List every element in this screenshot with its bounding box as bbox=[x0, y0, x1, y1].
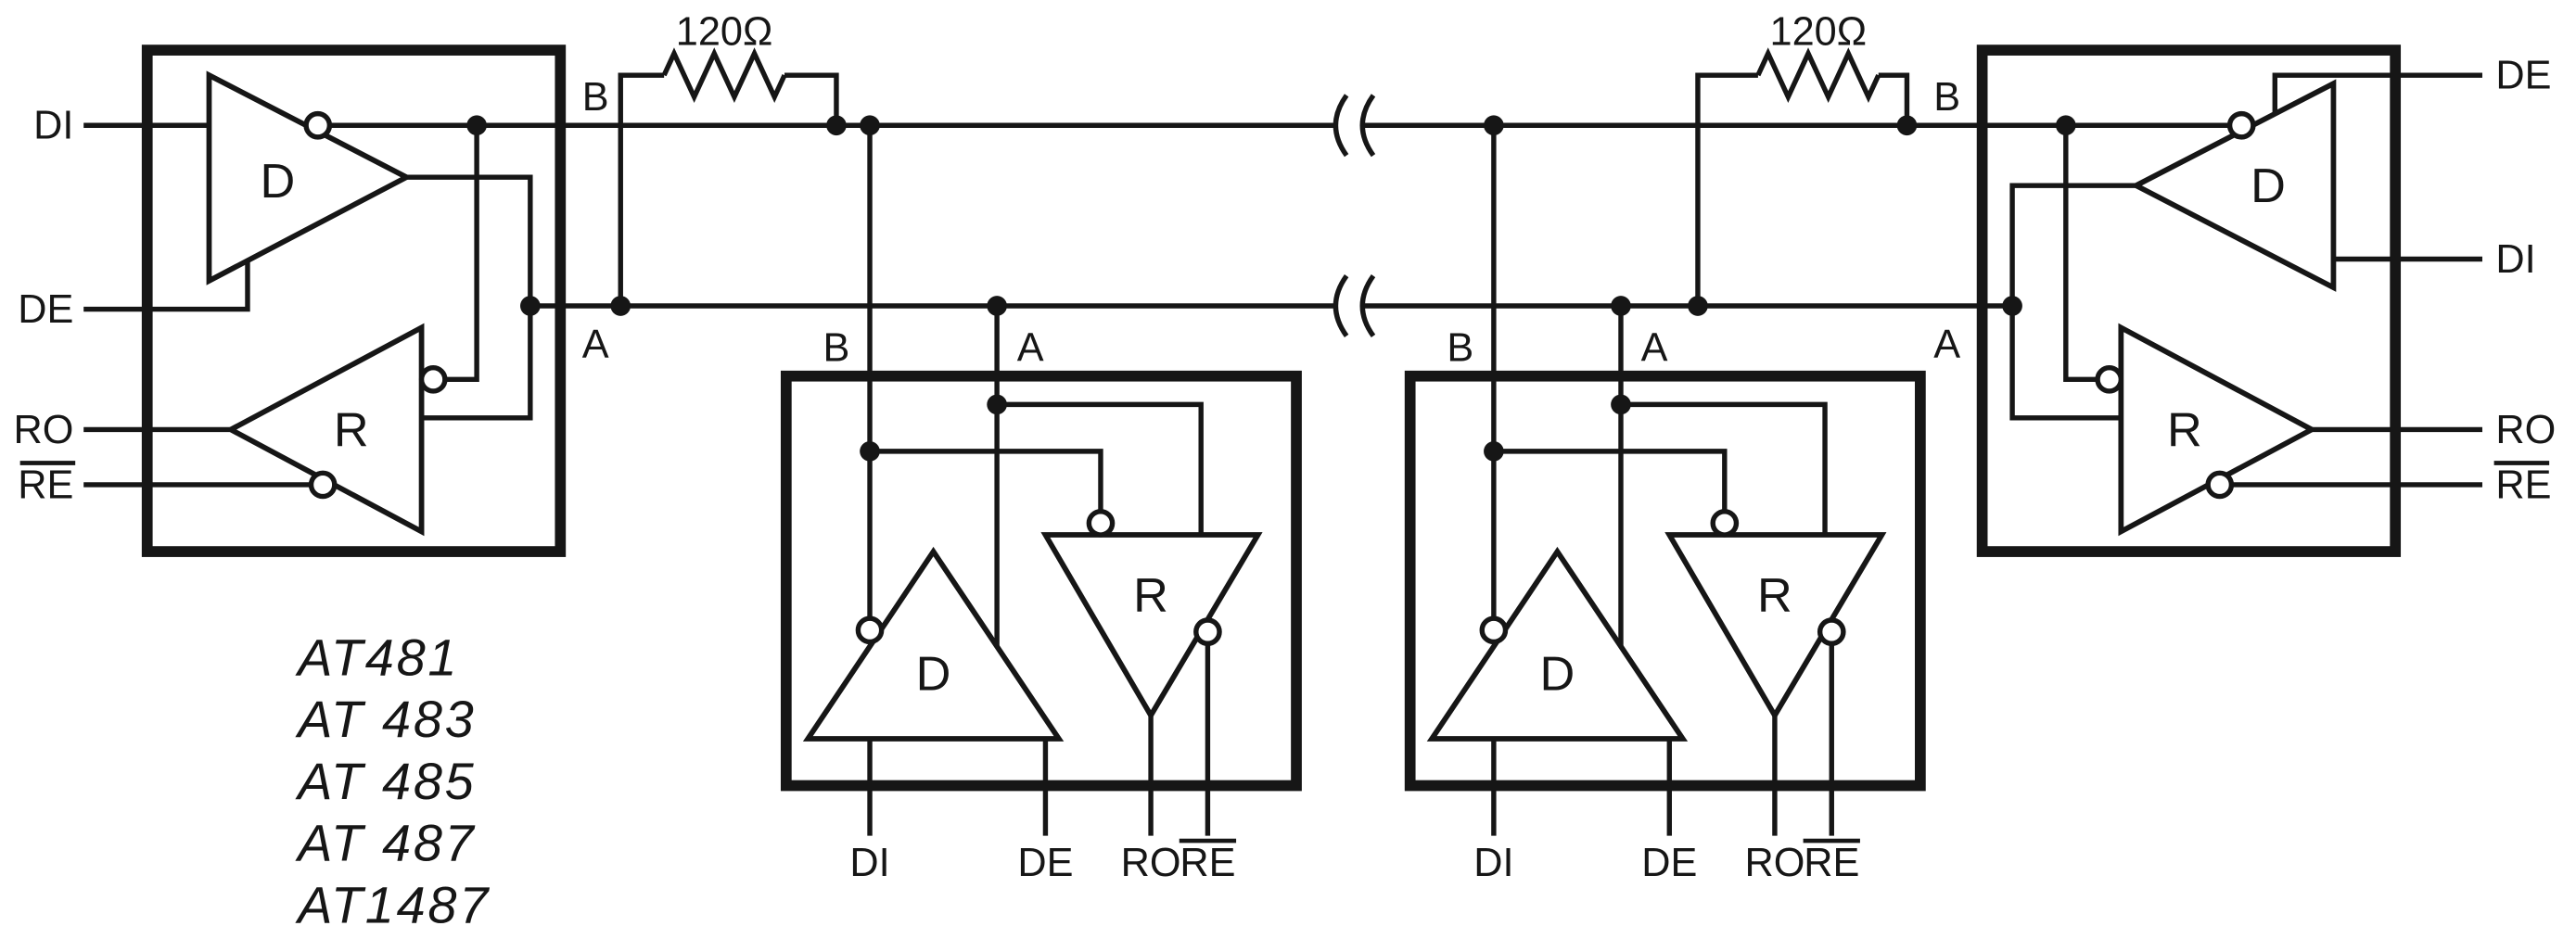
bus-label-a: A bbox=[1933, 323, 1960, 367]
termination-resistor-left: 120Ω bbox=[618, 10, 839, 306]
junction-dot bbox=[1484, 115, 1504, 136]
inversion-bubble bbox=[418, 365, 448, 394]
junction-dot bbox=[610, 296, 631, 316]
pin-label-di: DI bbox=[33, 104, 73, 148]
bus-label-b: B bbox=[582, 75, 609, 120]
pin-label-di: DI bbox=[1473, 841, 1513, 885]
bus-rail-wires bbox=[329, 122, 2230, 309]
resistor-leads bbox=[618, 72, 839, 306]
junction-dot bbox=[987, 296, 1007, 316]
junction-dot bbox=[2055, 115, 2076, 136]
inversion-bubble bbox=[1086, 509, 1116, 538]
junction-dot bbox=[1484, 441, 1504, 462]
pin-label-de: DE bbox=[1017, 841, 1073, 885]
transceiver-mid2: D R B A DI DE RO RE bbox=[1404, 125, 1926, 885]
inversion-bubble bbox=[1479, 615, 1509, 645]
junction-dot bbox=[1896, 115, 1918, 136]
inversion-bubble bbox=[2205, 470, 2235, 500]
pin-label-de: DE bbox=[2495, 54, 2551, 98]
part-number: AT 485 bbox=[295, 752, 476, 810]
driver-symbol bbox=[1426, 546, 1689, 742]
pin-label-re: RE bbox=[1180, 841, 1235, 885]
inversion-bubble bbox=[1710, 509, 1740, 538]
transceiver-outline bbox=[780, 370, 1302, 792]
transceiver-outline bbox=[1404, 370, 1926, 792]
junction-dot bbox=[860, 115, 880, 136]
receiver-letter: R bbox=[2167, 403, 2202, 457]
junction-dot bbox=[1611, 296, 1631, 316]
pin-label-ro: RO bbox=[2495, 408, 2556, 452]
inversion-bubble bbox=[1193, 617, 1222, 646]
bus-label-a: A bbox=[1641, 326, 1668, 371]
pin-label-ro: RO bbox=[1121, 841, 1181, 885]
resistor-value-label: 120Ω bbox=[1770, 10, 1868, 55]
pin-label-ro: RO bbox=[13, 408, 73, 452]
receiver-symbol bbox=[1664, 532, 1887, 721]
inversion-bubble bbox=[303, 110, 333, 140]
junction-dot bbox=[987, 394, 1007, 415]
resistor-leads bbox=[1695, 72, 1910, 306]
junction-dot bbox=[1688, 296, 1708, 316]
driver-symbol bbox=[206, 70, 413, 285]
driver-letter: D bbox=[1540, 648, 1575, 702]
resistor-zigzag bbox=[661, 47, 787, 104]
inversion-bubble bbox=[308, 470, 338, 500]
bus-break-marks bbox=[1333, 94, 1376, 338]
pin-label-de: DE bbox=[1641, 841, 1697, 885]
resistor-zigzag bbox=[1755, 47, 1881, 104]
transceiver-outline bbox=[141, 44, 567, 557]
junction-dot bbox=[826, 115, 847, 136]
termination-resistor-right: 120Ω bbox=[1695, 10, 1910, 306]
junction-dots bbox=[466, 115, 2076, 462]
driver-letter: D bbox=[261, 155, 296, 209]
pin-label-di: DI bbox=[2495, 237, 2535, 282]
transceiver-outline bbox=[1976, 44, 2402, 557]
junction-dot bbox=[520, 296, 541, 316]
transceiver-mid1: D R B A DI DE RO RE bbox=[780, 125, 1302, 885]
pin-label-re: RE bbox=[1804, 841, 1859, 885]
pin-label-ro: RO bbox=[1744, 841, 1804, 885]
bus-label-b: B bbox=[823, 326, 850, 371]
part-number: AT 483 bbox=[295, 690, 476, 748]
bus-label-b: B bbox=[1447, 326, 1473, 371]
part-number: AT 487 bbox=[295, 814, 476, 872]
inversion-bubble bbox=[855, 615, 885, 645]
junction-dot bbox=[860, 441, 880, 462]
part-number-list: AT481 AT 483 AT 485 AT 487 AT1487 bbox=[295, 628, 491, 926]
transceiver-wires bbox=[1491, 125, 1834, 836]
receiver-letter: R bbox=[334, 403, 369, 457]
receiver-symbol bbox=[1040, 532, 1263, 721]
part-number: AT481 bbox=[295, 628, 459, 687]
driver-symbol bbox=[802, 546, 1065, 742]
inversion-bubble bbox=[2226, 110, 2256, 140]
transceiver-wires bbox=[867, 125, 1211, 836]
junction-dot bbox=[466, 115, 487, 136]
driver-letter: D bbox=[2251, 159, 2286, 213]
receiver-letter: R bbox=[1133, 569, 1168, 623]
pin-label-de: DE bbox=[18, 287, 73, 332]
part-number: AT1487 bbox=[295, 875, 491, 926]
transceiver-left: D R DI DE RO RE B A bbox=[13, 44, 609, 557]
pin-label-re: RE bbox=[2495, 463, 2551, 507]
resistor-value-label: 120Ω bbox=[676, 10, 773, 55]
bus-label-a: A bbox=[582, 323, 609, 367]
bus-label-a: A bbox=[1017, 326, 1044, 371]
bus-label-b: B bbox=[1933, 75, 1960, 120]
receiver-letter: R bbox=[1757, 569, 1792, 623]
driver-letter: D bbox=[916, 648, 951, 702]
inversion-bubble bbox=[1817, 617, 1846, 646]
junction-dot bbox=[2002, 296, 2022, 316]
pin-label-re: RE bbox=[18, 463, 73, 507]
inversion-bubble bbox=[2095, 365, 2124, 394]
receiver-symbol bbox=[224, 323, 425, 537]
junction-dot bbox=[1611, 394, 1631, 415]
receiver-symbol bbox=[2118, 323, 2318, 537]
pin-label-di: DI bbox=[849, 841, 889, 885]
